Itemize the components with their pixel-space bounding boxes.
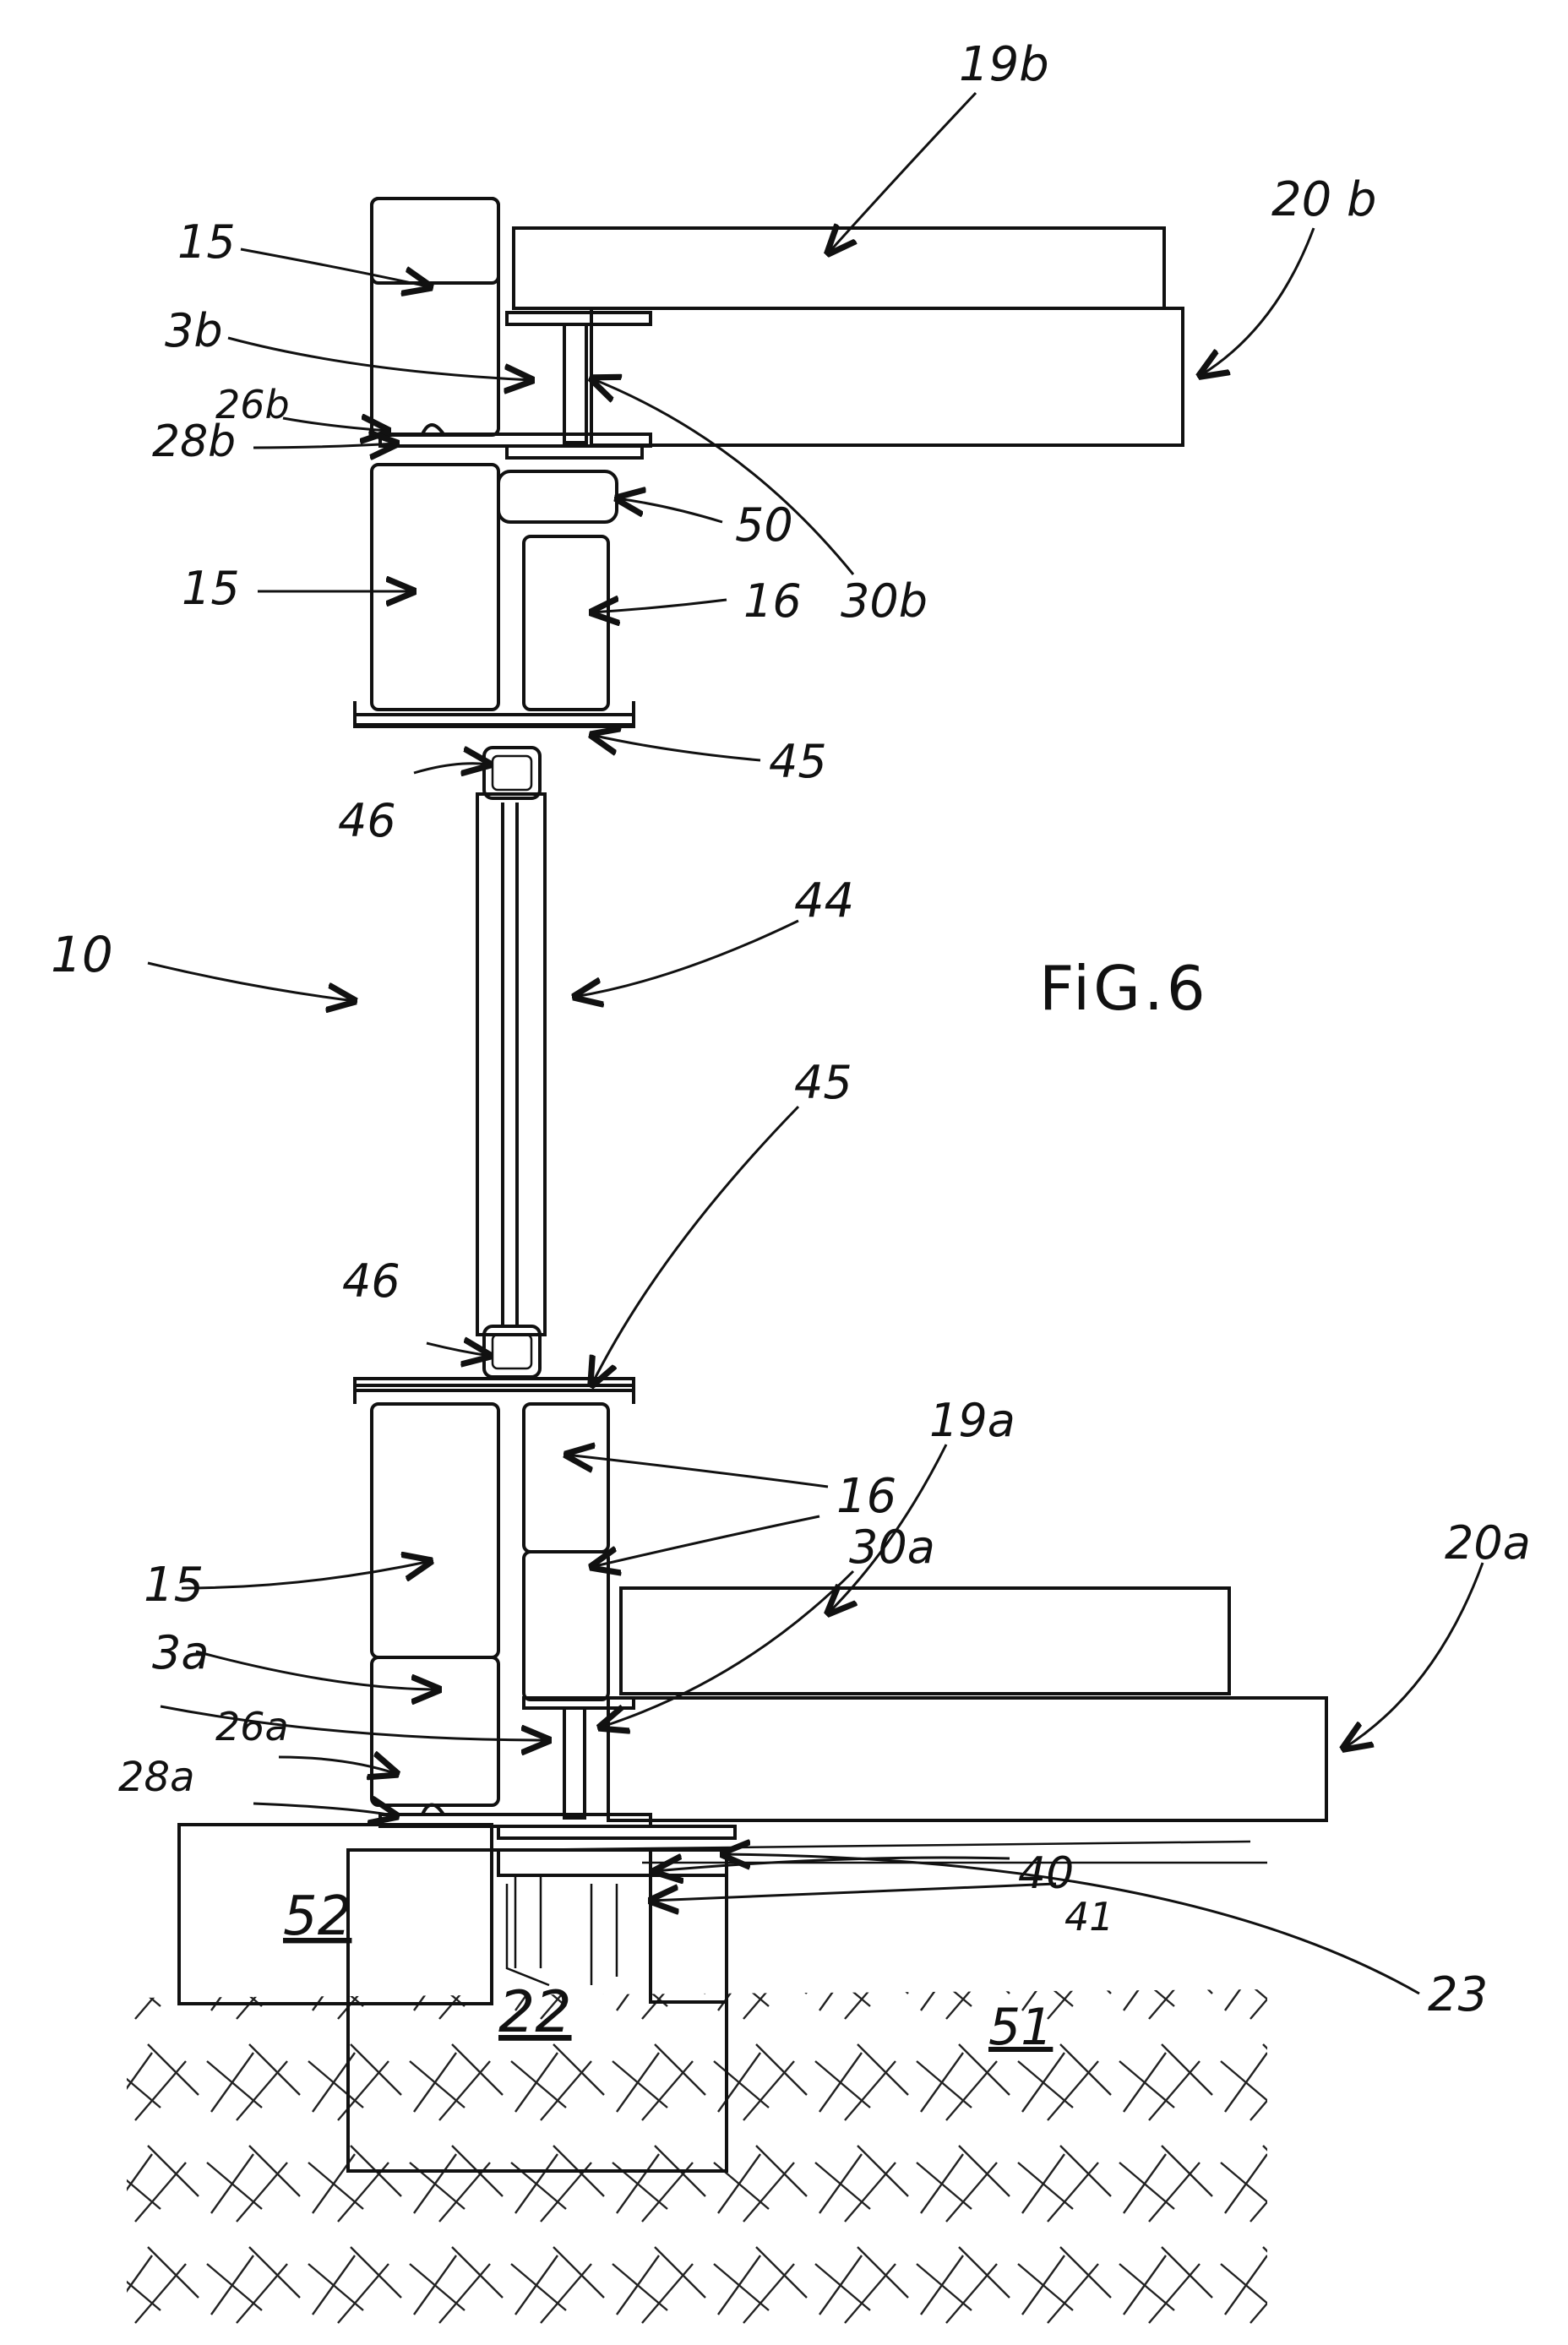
top-wall-block-15 [372, 199, 498, 435]
label-52: 52 [283, 1885, 351, 1948]
label-45-top: 45 [769, 735, 827, 788]
label-15-mid: 15 [182, 562, 240, 615]
leader-lines [148, 93, 1483, 1994]
label-44: 44 [794, 873, 854, 928]
label-51: 51 [988, 1998, 1053, 2057]
insulation-strip-40-41 [651, 1850, 727, 2002]
lower-floor-20a [608, 1698, 1326, 1820]
label-50: 50 [735, 498, 793, 552]
label-23: 23 [1428, 1967, 1488, 2022]
window-glazing-44 [477, 794, 545, 1335]
label-30b: 30b [841, 574, 928, 628]
label-10: 10 [51, 926, 113, 983]
label-16-top: 16 [743, 574, 802, 628]
fig-title: FiG.6 [1039, 953, 1209, 1024]
label-15-low: 15 [144, 1558, 204, 1613]
label-46-top: 46 [338, 794, 396, 847]
label-46-low: 46 [342, 1254, 400, 1308]
label-45-low: 45 [794, 1056, 852, 1109]
label-20a: 20a [1445, 1516, 1531, 1570]
lower-wall-blocks [355, 1379, 634, 1805]
label-16-low: 16 [836, 1469, 896, 1524]
label-30a: 30a [849, 1521, 935, 1574]
i-beam-3a [380, 1698, 735, 1838]
window-frame-46-top [484, 748, 540, 798]
label-26a: 26a [215, 1704, 289, 1749]
label-3a: 3a [152, 1626, 209, 1679]
label-15-top: 15 [177, 215, 236, 269]
label-3b: 3b [165, 304, 223, 357]
label-40: 40 [1018, 1848, 1074, 1899]
label-19a: 19a [929, 1394, 1015, 1447]
upper-wall-blocks [355, 465, 634, 726]
label-19b: 19b [959, 37, 1049, 92]
label-20b: 20 b [1271, 172, 1377, 227]
upper-floor-20b [591, 308, 1183, 445]
reference-labels: 19b 20 b 15 3b 26b 28b 50 30b 15 16 45 4… [51, 37, 1531, 2057]
label-22: 22 [498, 1979, 572, 2046]
label-41: 41 [1064, 1894, 1114, 1940]
label-28a: 28a [118, 1754, 195, 1801]
label-28b: 28b [152, 416, 236, 467]
